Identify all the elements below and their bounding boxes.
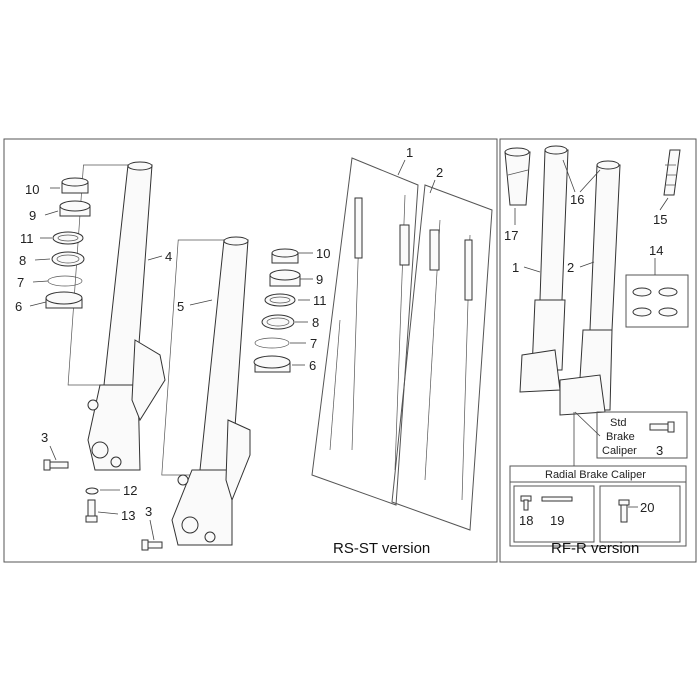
callout-15: 15 bbox=[653, 212, 667, 227]
bolt-3b bbox=[141, 539, 163, 551]
spring-15 bbox=[663, 149, 681, 196]
callout-19: 19 bbox=[550, 513, 564, 528]
callout-8b: 8 bbox=[312, 315, 319, 330]
radial-sub-box-left bbox=[513, 485, 595, 543]
washer-12 bbox=[85, 487, 99, 495]
seal-stack-b bbox=[253, 248, 301, 373]
pin-19 bbox=[541, 496, 573, 502]
callout-5: 5 bbox=[177, 299, 184, 314]
right-panel-frame bbox=[499, 138, 697, 563]
callout-18: 18 bbox=[519, 513, 533, 528]
callout-10b: 10 bbox=[316, 246, 330, 261]
fork-leg-5 bbox=[161, 236, 251, 546]
callout-6b: 6 bbox=[309, 358, 316, 373]
std-brake-box bbox=[596, 411, 688, 459]
callout-4: 4 bbox=[165, 249, 172, 264]
radial-title: Radial Brake Caliper bbox=[545, 469, 646, 481]
callout-7b: 7 bbox=[310, 336, 317, 351]
callout-6a: 6 bbox=[15, 299, 22, 314]
callout-rfr-1: 1 bbox=[512, 260, 519, 275]
fork-leg-4 bbox=[67, 161, 166, 471]
callout-11b: 11 bbox=[313, 293, 327, 308]
std-brake-line2: Brake bbox=[606, 431, 635, 443]
leader-lines-left bbox=[29, 159, 436, 541]
callout-13: 13 bbox=[121, 508, 135, 523]
callout-11a: 11 bbox=[20, 231, 34, 246]
left-panel-frame bbox=[3, 138, 498, 563]
callout-14: 14 bbox=[649, 243, 663, 258]
std-brake-line3: Caliper bbox=[602, 445, 637, 457]
seal-stack-a bbox=[45, 177, 91, 309]
std-brake-line1: Std bbox=[610, 417, 627, 429]
bolt-20 bbox=[618, 499, 630, 523]
bolt-3-right bbox=[649, 421, 675, 433]
rf-r-caption: RF-R version bbox=[551, 540, 639, 557]
rs-st-caption: RS-ST version bbox=[333, 540, 430, 557]
callout-1: 1 bbox=[406, 145, 413, 160]
box-14 bbox=[625, 274, 689, 328]
bolt-13 bbox=[85, 499, 98, 523]
sleeve-17 bbox=[504, 147, 531, 206]
bolt-18 bbox=[520, 495, 532, 511]
callout-9a: 9 bbox=[29, 208, 36, 223]
cartridge-panel-2 bbox=[391, 184, 493, 531]
callout-20: 20 bbox=[640, 500, 654, 515]
radial-brake-box bbox=[509, 465, 687, 547]
callout-16: 16 bbox=[570, 192, 584, 207]
callout-3b: 3 bbox=[145, 504, 152, 519]
leader-lines-right bbox=[514, 159, 669, 508]
callout-rfr-3: 3 bbox=[656, 443, 663, 458]
callout-10a: 10 bbox=[25, 182, 39, 197]
callout-9b: 9 bbox=[316, 272, 323, 287]
fork-leg-rfr-2 bbox=[559, 160, 621, 416]
bolt-3a bbox=[43, 459, 69, 471]
callout-12: 12 bbox=[123, 483, 137, 498]
callout-3a: 3 bbox=[41, 430, 48, 445]
callout-8a: 8 bbox=[19, 253, 26, 268]
callout-2: 2 bbox=[436, 165, 443, 180]
radial-sub-box-right bbox=[599, 485, 681, 543]
seals-14 bbox=[632, 287, 678, 317]
callout-17: 17 bbox=[504, 228, 518, 243]
callout-rfr-2: 2 bbox=[567, 260, 574, 275]
fork-leg-rfr-1 bbox=[519, 145, 569, 393]
callout-7a: 7 bbox=[17, 275, 24, 290]
cartridge-panel-1 bbox=[311, 157, 419, 506]
